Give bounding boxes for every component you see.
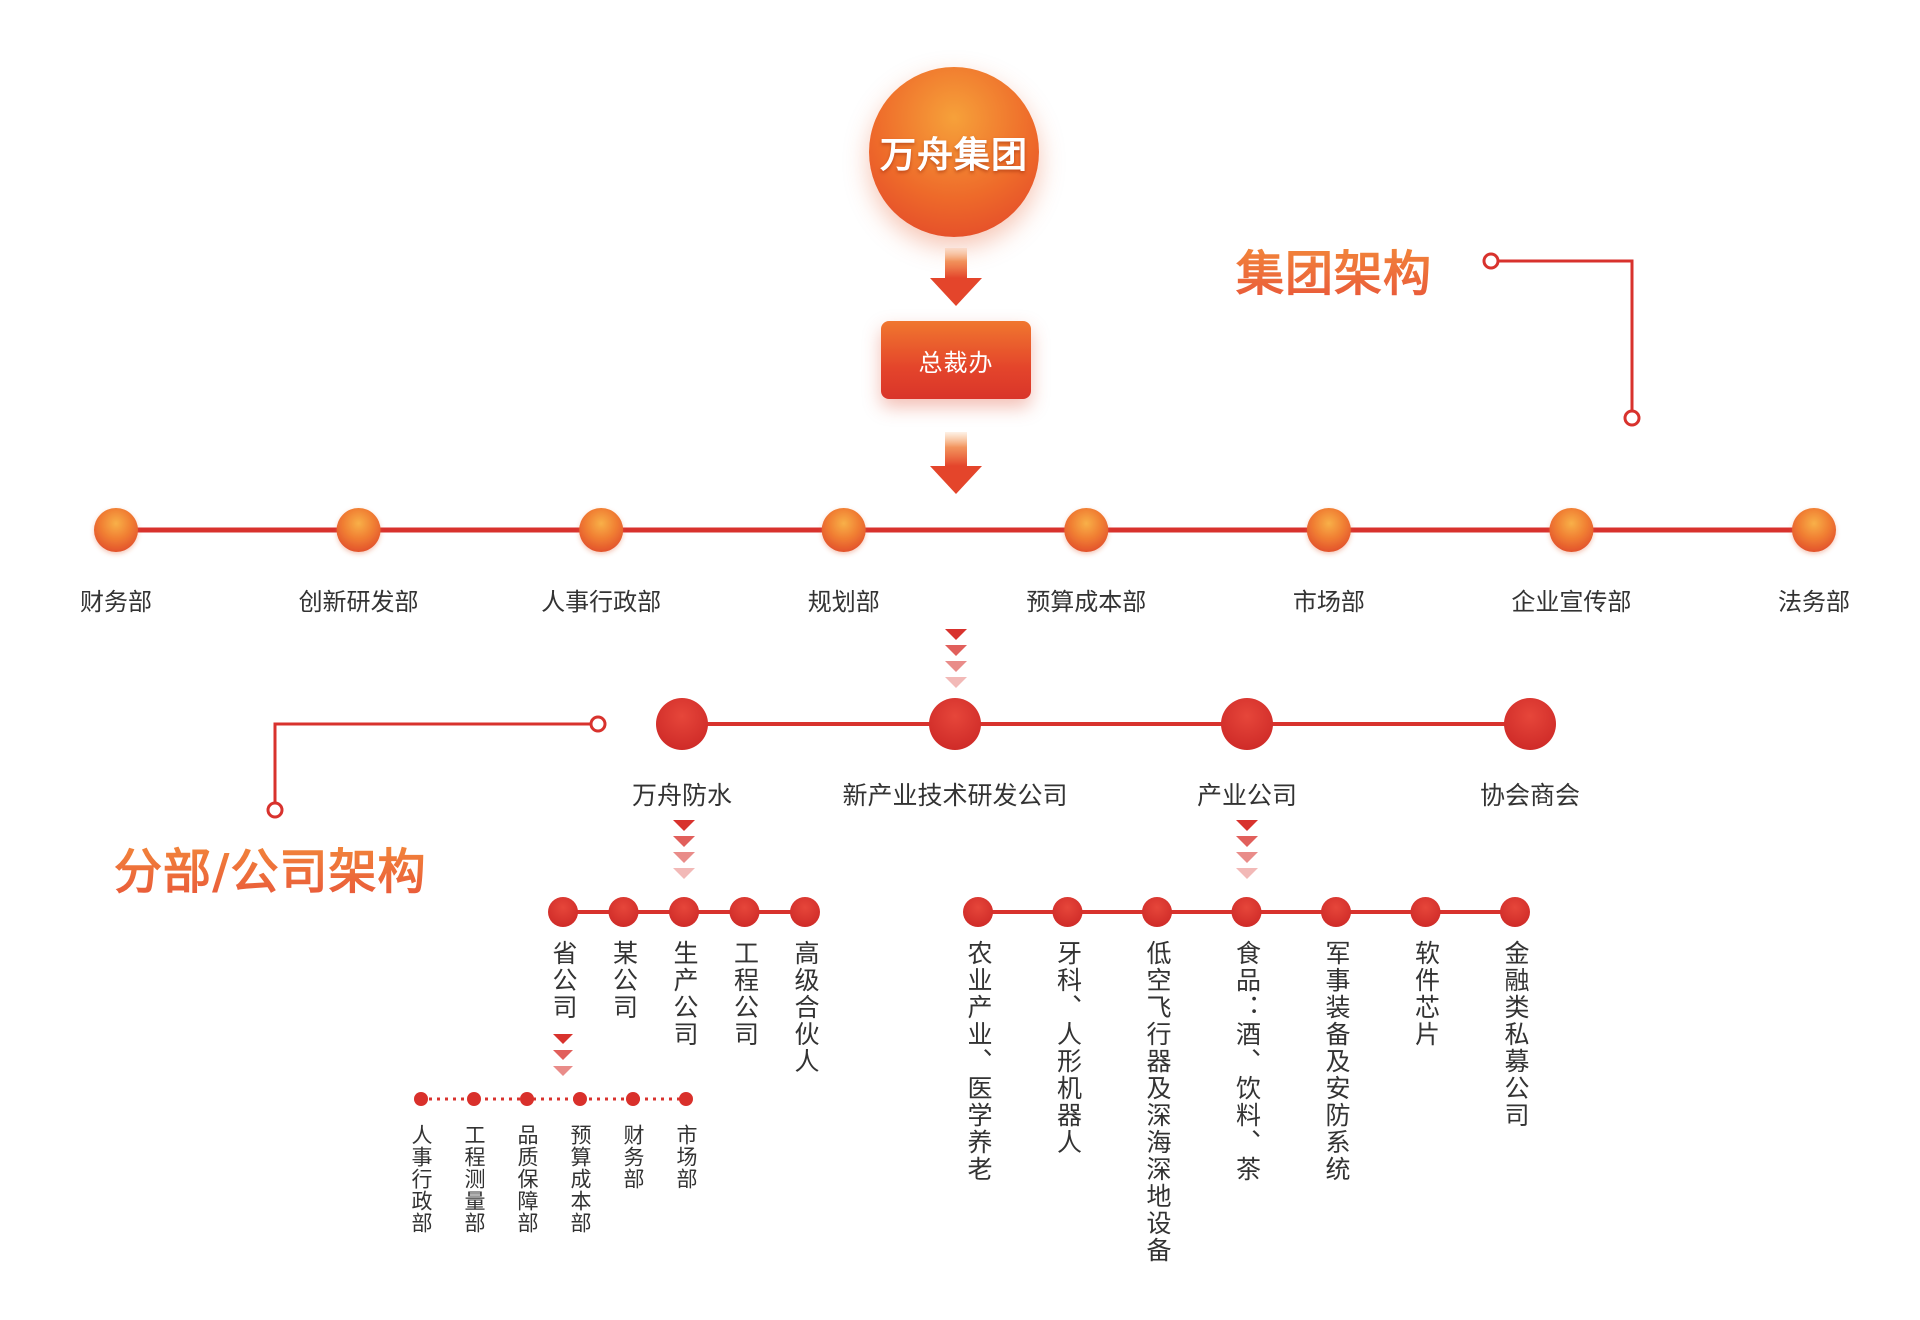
waterproof-unit-label-5: 高级合伙人 [791,940,820,1075]
group-logo-circle: 万舟集团 [869,67,1039,237]
department-node-6 [1306,508,1351,552]
chevron-down-icon [553,1034,573,1076]
chevron-down-icon [673,820,695,831]
department-node-3 [579,508,624,552]
chevron-down-icon [1236,852,1258,863]
branch-node-3 [1221,698,1273,750]
waterproof-unit-node-2 [608,897,639,927]
department-label-6: 市场部 [1292,588,1365,616]
chevron-down-icon [553,1050,573,1060]
branch-node-2 [929,698,981,750]
waterproof-unit-nodes [548,897,820,927]
department-nodes [94,508,1836,552]
provincial-department-node-4 [573,1092,587,1106]
chevron-down-icon [945,629,967,640]
department-label-2: 创新研发部 [298,588,419,616]
provincial-department-label-2: 工程测量部 [462,1124,486,1234]
group-name: 万舟集团 [879,135,1028,176]
chevron-down-icon [945,645,967,656]
department-label-3: 人事行政部 [541,588,662,616]
chevron-down-icon [673,820,695,879]
department-node-4 [821,508,866,552]
branch-label-2: 新产业技术研发公司 [842,781,1068,810]
chevron-down-icon [1236,820,1258,879]
provincial-department-label-3: 品质保障部 [515,1124,539,1234]
industry-unit-label-3: 低空飞行器及深海深地设备 [1143,940,1172,1264]
president-office-box: 总裁办 [881,321,1031,399]
group-structure-connector [1482,252,1641,427]
department-label-8: 法务部 [1778,588,1850,616]
chevron-down-icon [945,629,967,688]
industry-unit-label-4: 食品：酒、饮料、茶 [1232,940,1262,1183]
waterproof-unit-node-5 [790,897,820,927]
provincial-department-node-6 [679,1092,693,1106]
arrow-group-to-office [930,248,982,306]
chevron-down-icon [673,868,695,879]
department-node-8 [1792,508,1836,552]
waterproof-unit-label-2: 某公司 [609,940,639,1021]
department-label-4: 规划部 [807,588,880,616]
office-label: 总裁办 [918,348,994,377]
industry-unit-label-7: 金融类私募公司 [1501,940,1530,1129]
chevron-down-icon [945,677,967,688]
waterproof-unit-label-1: 省公司 [549,940,578,1021]
chevron-down-icon [673,836,695,847]
chevron-down-icon [1236,836,1258,847]
provincial-department-node-1 [414,1092,428,1106]
waterproof-unit-node-4 [729,897,760,927]
department-node-2 [336,508,381,552]
branch-label-1: 万舟防水 [631,781,733,810]
chevron-down-icon [945,661,967,672]
waterproof-unit-node-1 [548,897,578,927]
department-label-1: 财务部 [80,588,152,616]
provincial-department-nodes [414,1092,693,1106]
industry-unit-label-2: 牙科、人形机器人 [1053,940,1083,1156]
provincial-department-node-3 [520,1092,534,1106]
branch-structure-connector [266,715,607,819]
branch-node-1 [656,698,708,750]
chevron-down-icon [553,1066,573,1076]
waterproof-unit-label-4: 工程公司 [730,940,760,1048]
industry-unit-label-6: 软件芯片 [1411,940,1441,1048]
branch-label-3: 产业公司 [1196,781,1298,810]
industry-unit-nodes [963,897,1530,927]
provincial-department-label-1: 人事行政部 [409,1124,433,1234]
department-node-5 [1064,508,1109,552]
waterproof-unit-label-3: 生产公司 [670,940,699,1048]
department-label-7: 企业宣传部 [1511,588,1632,616]
branch-structure-title: 分部/公司架构 [114,832,427,902]
department-node-7 [1549,508,1594,552]
provincial-department-label-4: 预算成本部 [568,1124,592,1234]
department-node-1 [94,508,138,552]
chevron-down-icon [1236,868,1258,879]
industry-unit-node-4 [1231,897,1262,927]
industry-unit-node-5 [1321,897,1351,927]
provincial-department-label-5: 财务部 [621,1124,645,1190]
waterproof-unit-node-3 [669,897,699,927]
branch-label-4: 协会商会 [1479,781,1581,810]
industry-unit-node-6 [1410,897,1441,927]
industry-unit-node-1 [963,897,993,927]
industry-unit-node-7 [1500,897,1530,927]
branch-nodes [656,698,1556,750]
industry-unit-node-2 [1052,897,1083,927]
chevron-down-icon [553,1034,573,1044]
department-label-5: 预算成本部 [1026,588,1147,616]
provincial-department-node-2 [467,1092,481,1106]
branch-node-4 [1504,698,1556,750]
industry-unit-label-5: 军事装备及安防系统 [1322,940,1351,1183]
arrow-office-to-departments [930,432,982,494]
provincial-department-label-6: 市场部 [674,1124,698,1190]
chevron-down-icon [1236,820,1258,831]
group-structure-title: 集团架构 [1236,234,1432,304]
industry-unit-node-3 [1142,897,1172,927]
chevron-down-icon [673,852,695,863]
provincial-department-node-5 [626,1092,640,1106]
industry-unit-label-1: 农业产业、医学养老 [964,940,993,1183]
